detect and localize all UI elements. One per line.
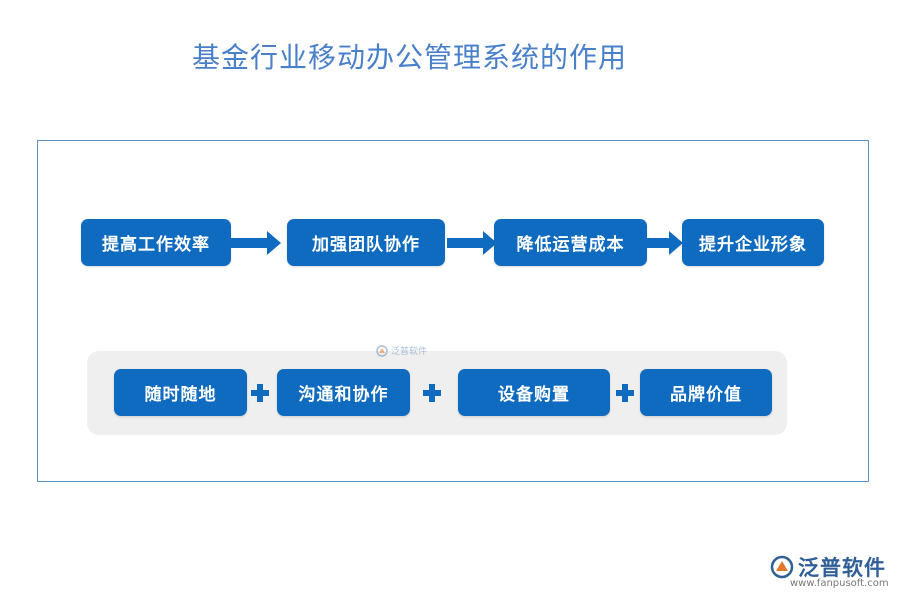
- factor-1: 随时随地: [114, 369, 247, 416]
- flow-arrow-3: [647, 231, 683, 255]
- brand-logo: 泛普软件: [770, 552, 886, 582]
- center-watermark-text: 泛普软件: [391, 347, 428, 357]
- flow-arrow-1: [231, 231, 281, 255]
- flow-step-3: 降低运营成本: [494, 219, 647, 266]
- center-watermark: 泛普软件: [376, 344, 427, 357]
- flow-step-2: 加强团队协作: [287, 219, 445, 266]
- brand-name: 泛普软件: [798, 556, 886, 580]
- brand-url: www.fanpusoft.com: [790, 578, 889, 589]
- fanpu-logo-icon: [770, 555, 794, 579]
- factor-3: 设备购置: [458, 369, 610, 416]
- factor-2: 沟通和协作: [277, 369, 410, 416]
- flow-arrow-2: [447, 231, 497, 255]
- plus-icon-2: [423, 384, 441, 402]
- page-title: 基金行业移动办公管理系统的作用: [192, 41, 628, 74]
- factor-4: 品牌价值: [640, 369, 772, 416]
- flow-step-1: 提高工作效率: [81, 219, 231, 266]
- diagram-frame: [37, 140, 869, 482]
- fanpu-logo-icon: [376, 344, 388, 357]
- plus-icon-3: [616, 384, 634, 402]
- flow-step-4: 提升企业形象: [682, 219, 824, 266]
- plus-icon-1: [251, 384, 269, 402]
